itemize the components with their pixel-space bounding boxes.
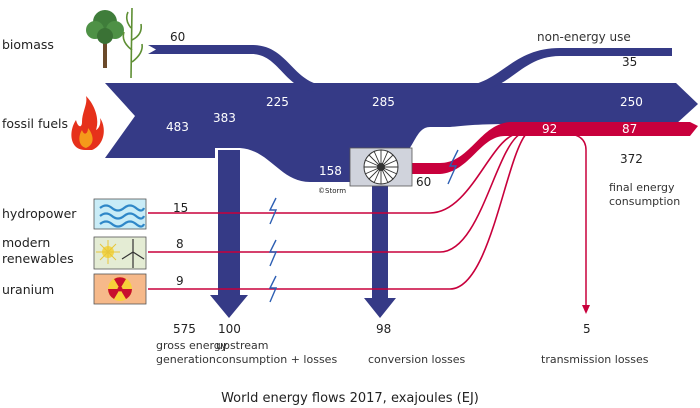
fossil-fuels-value: 483 (166, 120, 189, 134)
final-energy-label-line2: consumption (609, 195, 680, 208)
final-energy-value: 372 (620, 152, 643, 166)
gross-generation-label-line2: generation (156, 353, 216, 366)
fossil-main-value-3: 250 (620, 95, 643, 109)
electricity-band (411, 122, 698, 174)
biomass-band (148, 45, 672, 92)
fossil-main-value-2: 285 (372, 95, 395, 109)
transmission-loss-arrowhead (582, 305, 590, 314)
non-energy-use-label: non-energy use (537, 30, 631, 44)
fossil-fuels-band (105, 83, 698, 182)
turbine-icon (349, 147, 413, 187)
transmission-losses-label: transmission losses (541, 353, 649, 366)
modern-renewables-value: 8 (176, 237, 184, 251)
hydropower-line (148, 133, 517, 214)
fossil-fuels-label: fossil fuels (2, 116, 68, 131)
modern-renewables-label-line1: modern (2, 235, 50, 250)
conversion-losses-label: conversion losses (368, 353, 466, 366)
lightning-bolt-icon (268, 149, 459, 303)
uranium-line (148, 133, 527, 290)
non-energy-value: 35 (622, 55, 637, 69)
radiation-icon (93, 273, 147, 305)
final-energy-label-line1: final energy (609, 181, 675, 194)
electricity-value-2: 87 (622, 122, 637, 136)
modern-renewables-label-line2: renewables (2, 251, 74, 266)
transmission-losses-value: 5 (583, 322, 591, 336)
conversion-losses-arrow (364, 182, 396, 318)
water-waves-icon (93, 198, 147, 230)
uranium-label: uranium (2, 282, 54, 297)
transmission-loss-line (559, 132, 587, 305)
corn-icon (122, 7, 143, 79)
upstream-value: 100 (218, 322, 241, 336)
storm-credit: ©Storm (318, 187, 346, 195)
fossil-after-upstream-value: 383 (213, 111, 236, 125)
tree-icon (86, 10, 124, 68)
uranium-value: 9 (176, 274, 184, 288)
fossil-main-value-1: 225 (266, 95, 289, 109)
upstream-label-line2: consumption + losses (216, 353, 337, 366)
fire-icon (71, 96, 104, 150)
renewables-line (148, 133, 521, 253)
biomass-value: 60 (170, 30, 185, 44)
modern-renewables-label: modern (2, 235, 50, 250)
electricity-value-1: 92 (542, 122, 557, 136)
hydropower-label: hydropower (2, 206, 77, 221)
electricity-generated-value: 60 (416, 175, 431, 189)
biomass-label: biomass (2, 37, 54, 52)
diagram-title: World energy flows 2017, exajoules (EJ) (221, 391, 479, 406)
hydropower-value: 15 (173, 201, 188, 215)
conversion-losses-value: 98 (376, 322, 391, 336)
sun-wind-icon (93, 236, 147, 270)
upstream-label-line1: upstream (216, 339, 269, 352)
upstream-losses-arrow (210, 150, 248, 318)
gross-generation-label-line1: gross energy (156, 339, 228, 352)
gross-generation-value: 575 (173, 322, 196, 336)
fossil-fuels-input (105, 83, 215, 158)
power-plant-input-value: 158 (319, 164, 342, 178)
